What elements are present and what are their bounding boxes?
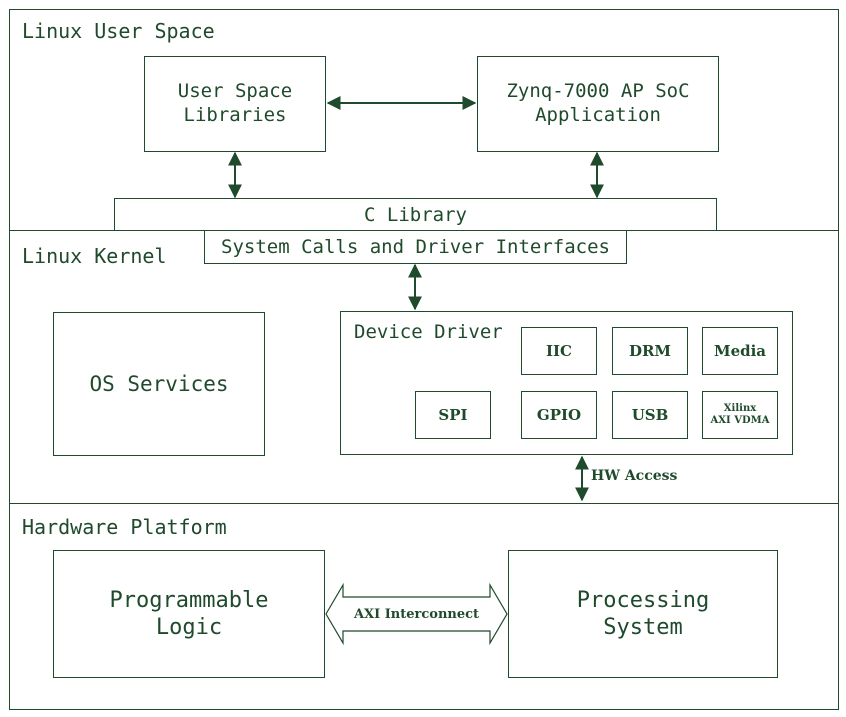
driver-media: Media [702,327,778,375]
driver-gpio: GPIO [521,391,597,439]
driver-spi: SPI [415,391,491,439]
processing-system-box: Processing System [508,550,778,678]
hardware-title: Hardware Platform [22,515,227,539]
syscalls-box: System Calls and Driver Interfaces [204,230,627,264]
driver-drm: DRM [612,327,688,375]
c-library-box: C Library [114,198,717,231]
driver-iic: IIC [521,327,597,375]
user-space-title: Linux User Space [22,19,215,43]
programmable-logic-box: Programmable Logic [53,550,325,678]
application-box: Zynq-7000 AP SoC Application [477,56,719,152]
user-space-libraries-box: User Space Libraries [144,56,326,152]
axi-interconnect-label: AXI Interconnect [353,606,480,622]
os-services-box: OS Services [53,312,265,456]
hw-access-label: HW Access [591,468,678,484]
driver-usb: USB [612,391,688,439]
device-driver-title: Device Driver [354,321,503,343]
driver-xilinx-axi-vdma: Xilinx AXI VDMA [702,391,778,439]
axi-interconnect-arrow [325,582,508,646]
kernel-title: Linux Kernel [22,244,167,268]
